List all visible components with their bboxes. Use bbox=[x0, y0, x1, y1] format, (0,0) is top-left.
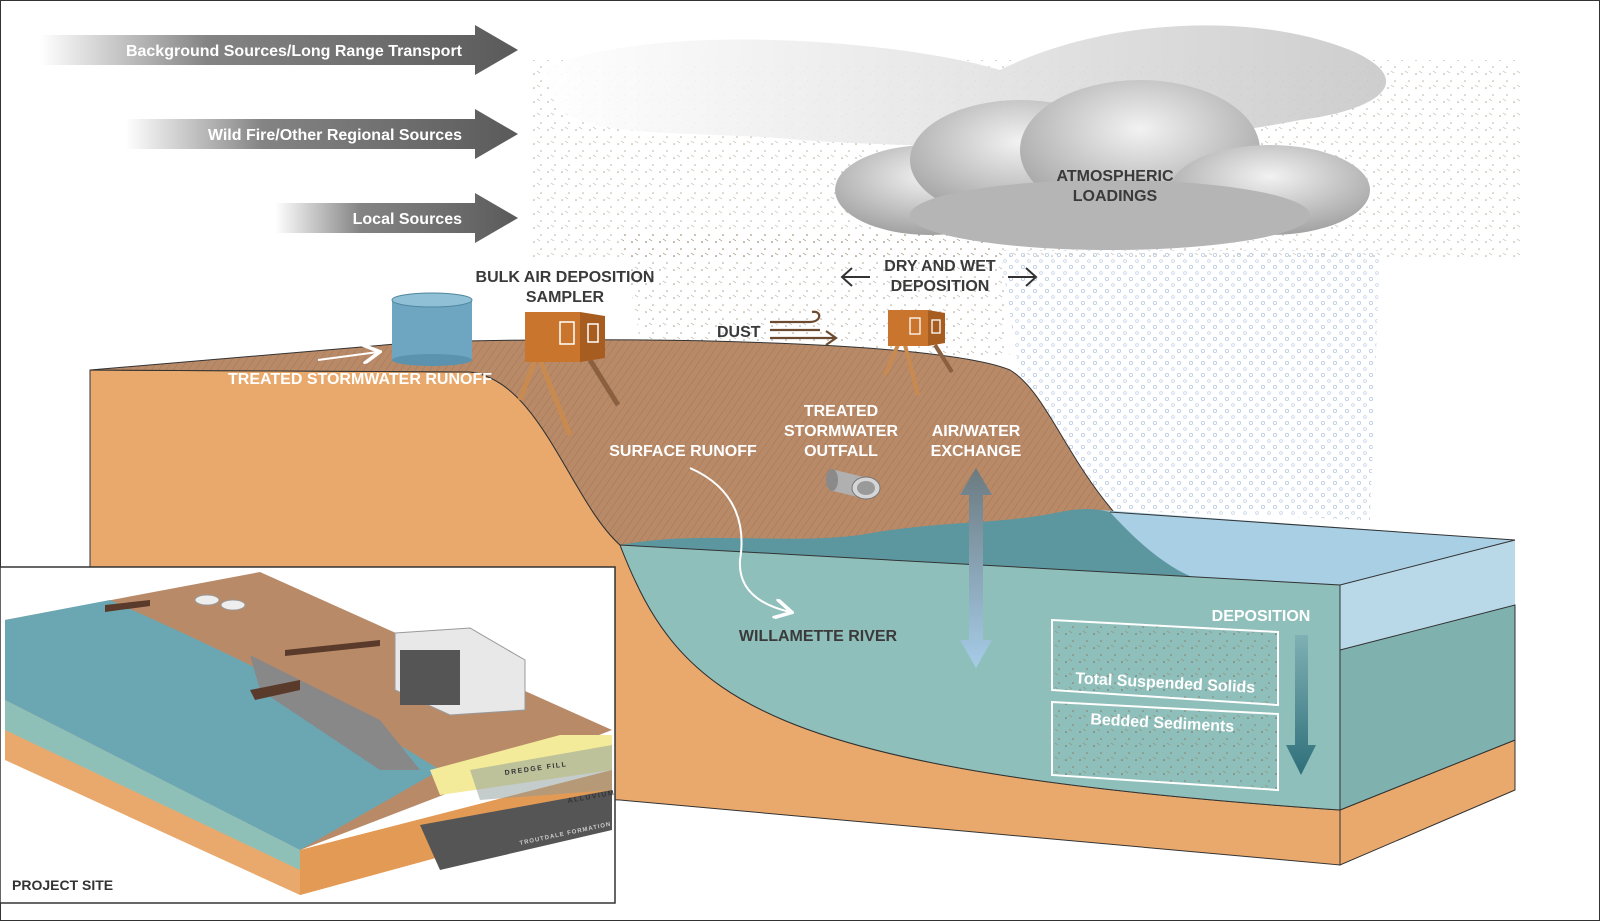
source-label: Local Sources bbox=[353, 211, 462, 228]
wet-deposition-droplets bbox=[1000, 250, 1380, 520]
surface-runoff-label: SURFACE RUNOFF bbox=[609, 443, 757, 460]
source-label: Background Sources/Long Range Transport bbox=[126, 43, 463, 60]
deposition-label: DEPOSITION bbox=[1212, 608, 1311, 625]
arrow-right-icon bbox=[1008, 267, 1038, 287]
atmospheric-loadings-label: ATMOSPHERIC bbox=[1056, 168, 1173, 185]
land-surface bbox=[89, 339, 1201, 581]
dry-wet-deposition-label: DEPOSITION bbox=[891, 278, 990, 295]
dry-wet-deposition-label: DRY AND WET bbox=[884, 258, 996, 275]
arrow-left-icon bbox=[840, 267, 870, 287]
storage-tank bbox=[391, 292, 473, 366]
bulk-sampler-label: SAMPLER bbox=[526, 289, 605, 306]
bulk-sampler-label: BULK AIR DEPOSITION bbox=[476, 269, 655, 286]
water-side-shallow bbox=[1340, 540, 1515, 650]
cloud bbox=[540, 25, 1387, 250]
outfall-label: OUTFALL bbox=[804, 443, 878, 460]
project-site-label: PROJECT SITE bbox=[12, 877, 113, 893]
air-water-exchange-label: AIR/WATER bbox=[932, 423, 1021, 440]
willamette-river-label: WILLAMETTE RIVER bbox=[739, 628, 898, 645]
atmospheric-loadings-label: LOADINGS bbox=[1073, 188, 1158, 205]
bedded-sediments-box: Bedded Sediments bbox=[1051, 700, 1279, 792]
runoff-flow-arrow bbox=[689, 467, 790, 612]
exchange-double-arrow bbox=[960, 468, 992, 668]
source-label: Wild Fire/Other Regional Sources bbox=[208, 127, 462, 144]
bulk-air-deposition-sampler bbox=[517, 312, 621, 436]
source-arrow-wildfire: Wild Fire/Other Regional Sources bbox=[125, 109, 518, 159]
project-site-inset: PROJECT SITE DREDGE FILL ALLUVIUM TROUTD… bbox=[0, 566, 616, 904]
deposition-arrow bbox=[1286, 635, 1316, 775]
wind-icon bbox=[770, 310, 838, 346]
runoff-arrow bbox=[317, 352, 378, 360]
treated-stormwater-runoff-label: TREATED STORMWATER RUNOFF bbox=[228, 371, 492, 388]
source-arrow-background: Background Sources/Long Range Transport bbox=[40, 25, 518, 75]
air-water-exchange-label: EXCHANGE bbox=[931, 443, 1022, 460]
deposition-sampler bbox=[883, 310, 954, 396]
stormwater-outfall-pipe bbox=[826, 469, 881, 500]
water-side-face bbox=[1339, 604, 1516, 811]
source-arrow-local: Local Sources bbox=[275, 193, 518, 243]
dust-label: DUST bbox=[717, 324, 761, 341]
outfall-label: TREATED bbox=[804, 403, 878, 420]
tss-box: Total Suspended Solids bbox=[1051, 618, 1279, 707]
outfall-label: STORMWATER bbox=[784, 423, 899, 440]
